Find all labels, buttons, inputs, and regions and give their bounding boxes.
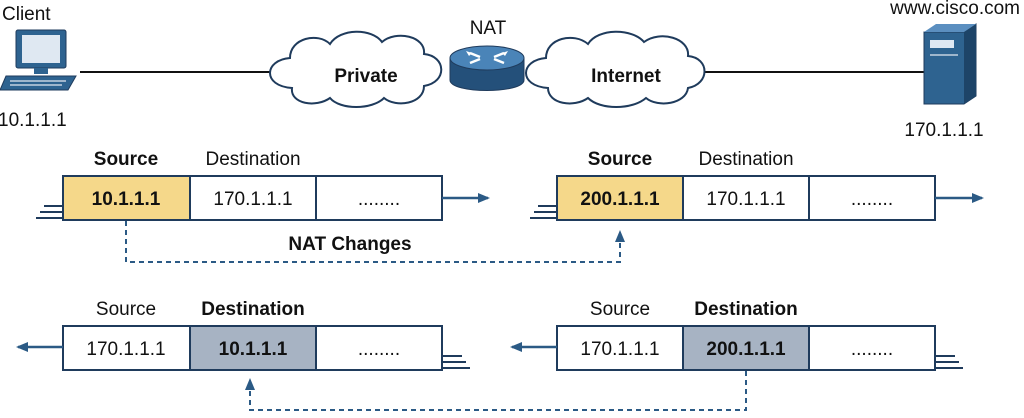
out-right-destination-value: 170.1.1.1 [706,189,785,210]
in-left-destination-value: 10.1.1.1 [219,339,288,360]
client-pc-icon [0,29,77,91]
private-cloud-icon [269,30,443,108]
client-ip: 10.1.1.1 [0,110,67,131]
in-right-destination-value: 200.1.1.1 [706,339,786,360]
in-left-source-value: 170.1.1.1 [86,339,165,360]
out-left-payload: ........ [358,189,400,210]
out-right-packet [556,175,936,221]
nat-router-icon [449,45,525,91]
nat-changes-label: NAT Changes [288,234,411,255]
client-label: Client [2,4,51,25]
in-right-header-destination: Destination [694,299,797,320]
out-left-source-value: 10.1.1.1 [92,189,161,210]
out-left-motion-lines [36,205,63,219]
private-cloud-label: Private [334,66,397,87]
out-right-payload: ........ [851,189,893,210]
in-right-payload: ........ [851,339,893,360]
internet-cloud-icon [525,30,706,108]
nat-label: NAT [470,18,507,39]
outbound-nat-change-arrow [125,221,625,263]
out-left-destination-value: 170.1.1.1 [213,189,292,210]
server-icon [923,23,977,105]
in-right-packet [556,325,936,371]
out-right-header-destination: Destination [698,149,793,170]
server-ip: 170.1.1.1 [904,120,983,141]
out-left-header-destination: Destination [205,149,300,170]
internet-cloud-label: Internet [591,66,661,87]
out-right-header-source: Source [588,149,652,170]
out-left-packet [62,175,443,221]
in-left-packet [62,325,443,371]
out-right-source-value: 200.1.1.1 [580,189,660,210]
out-left-header-source: Source [94,149,158,170]
in-left-motion-lines [442,355,470,369]
server-label: www.cisco.com [889,0,1020,19]
inbound-nat-change-arrow [245,371,747,411]
out-right-motion-lines [530,205,557,219]
in-right-motion-lines [935,355,963,369]
in-right-source-value: 170.1.1.1 [580,339,659,360]
in-right-header-source: Source [590,299,650,320]
in-left-header-source: Source [96,299,156,320]
in-left-payload: ........ [358,339,400,360]
in-left-header-destination: Destination [201,299,304,320]
